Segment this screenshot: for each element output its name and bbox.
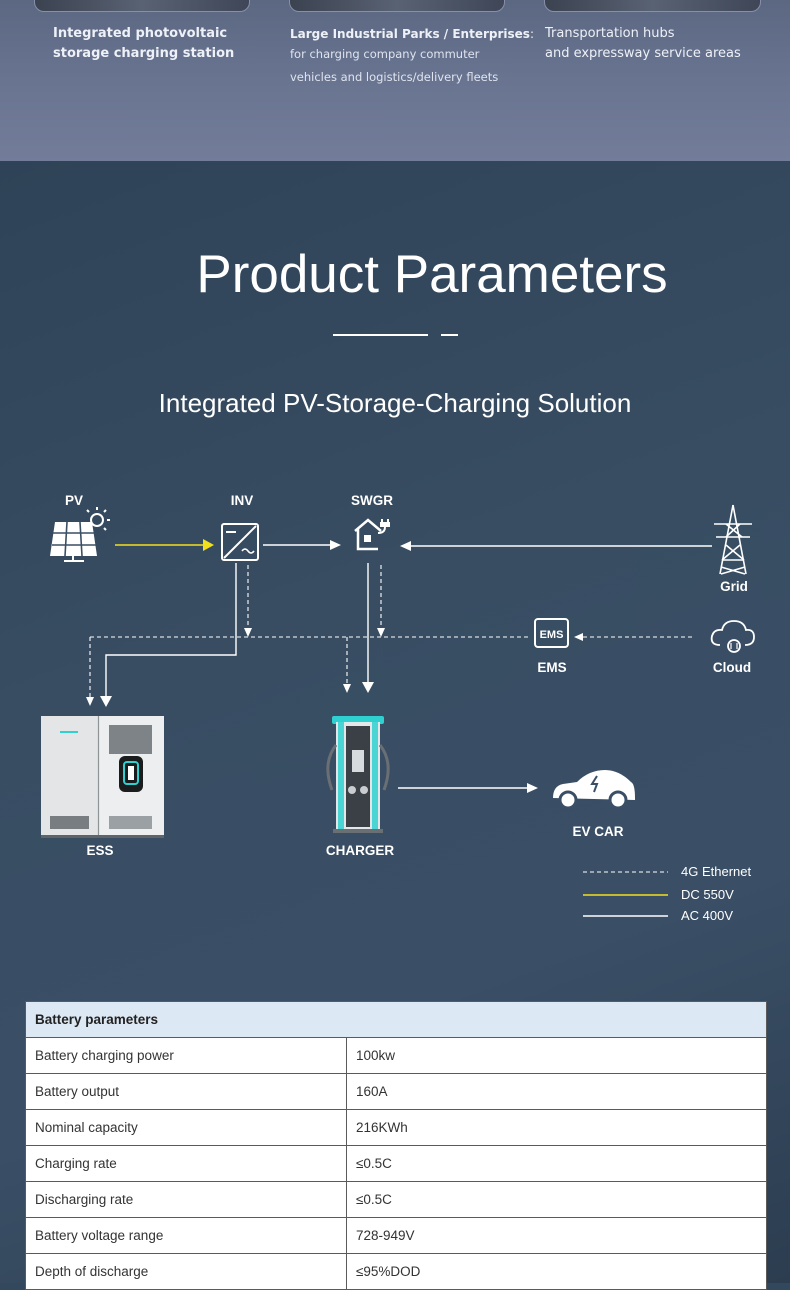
table-row: Charging rate≤0.5C — [25, 1145, 767, 1182]
param-value: 100kw — [346, 1037, 767, 1074]
param-value: 728-949V — [346, 1217, 767, 1254]
caption-2: Large Industrial Parks / Enterprises: fo… — [290, 24, 534, 89]
label-pv: PV — [64, 493, 83, 508]
param-name: Charging rate — [25, 1145, 347, 1182]
title-underline-long — [333, 334, 428, 336]
solar-panel-icon — [50, 507, 110, 562]
legend-ac: AC 400V — [681, 908, 734, 923]
caption-3-line1: Transportation hubs — [545, 26, 675, 41]
caption-1-line2: storage charging station — [53, 46, 235, 61]
param-name: Discharging rate — [25, 1181, 347, 1218]
label-charger: CHARGER — [325, 843, 395, 858]
section-title: Product Parameters — [196, 245, 668, 304]
table-row: Depth of discharge≤95%DOD — [25, 1253, 767, 1290]
label-inv: INV — [230, 493, 254, 508]
table-row: Discharging rate≤0.5C — [25, 1181, 767, 1218]
table-header: Battery parameters — [25, 1001, 767, 1038]
caption-1-line1: Integrated photovoltaic — [53, 26, 228, 41]
caption-2-line3: vehicles and logistics/delivery fleets — [290, 70, 499, 84]
cloud-icon — [710, 620, 755, 653]
ethernet-lines — [89, 565, 694, 697]
caption-2-title: Large Industrial Parks / Enterprises — [290, 27, 530, 41]
charger-icon — [326, 716, 390, 833]
param-name: Battery output — [25, 1073, 347, 1110]
ess-cabinet-icon — [41, 716, 164, 838]
caption-3-line2: and expressway service areas — [545, 46, 741, 61]
label-grid: Grid — [720, 579, 748, 594]
ems-icon: EMS — [534, 618, 569, 648]
param-value: ≤0.5C — [346, 1145, 767, 1182]
param-value: ≤0.5C — [346, 1181, 767, 1218]
dc-line-pv-inv — [115, 539, 214, 551]
caption-2-colon: : — [529, 27, 534, 41]
table-header-row: Battery parameters — [25, 1001, 767, 1038]
switchgear-icon — [354, 518, 390, 551]
grid-tower-icon — [714, 504, 752, 575]
caption-1: Integrated photovoltaic storage charging… — [53, 24, 234, 64]
param-name: Battery charging power — [25, 1037, 347, 1074]
title-underline-short — [441, 334, 458, 336]
legend-dc: DC 550V — [681, 887, 734, 902]
caption-3: Transportation hubs and expressway servi… — [545, 24, 741, 64]
ev-car-icon — [553, 770, 635, 810]
param-value: 160A — [346, 1073, 767, 1110]
label-ev-car: EV CAR — [572, 824, 624, 839]
ems-badge-text: EMS — [540, 629, 564, 641]
battery-parameters-table: Battery parameters Battery charging powe… — [25, 1001, 767, 1290]
ac-line-inv-ess — [105, 563, 237, 696]
label-swgr: SWGR — [351, 493, 393, 508]
legend-ethernet: 4G Ethernet — [681, 864, 752, 879]
label-cloud: Cloud — [712, 660, 752, 675]
inverter-icon — [221, 523, 259, 561]
label-ems: EMS — [537, 660, 567, 675]
top-banner: Integrated photovoltaic storage charging… — [0, 0, 790, 161]
caption-2-line2: for charging company commuter — [290, 47, 480, 61]
label-ess: ESS — [86, 843, 114, 858]
param-name: Nominal capacity — [25, 1109, 347, 1146]
param-value: ≤95%DOD — [346, 1253, 767, 1290]
param-value: 216KWh — [346, 1109, 767, 1146]
param-name: Depth of discharge — [25, 1253, 347, 1290]
param-name: Battery voltage range — [25, 1217, 347, 1254]
subtitle: Integrated PV-Storage-Charging Solution — [158, 388, 632, 418]
